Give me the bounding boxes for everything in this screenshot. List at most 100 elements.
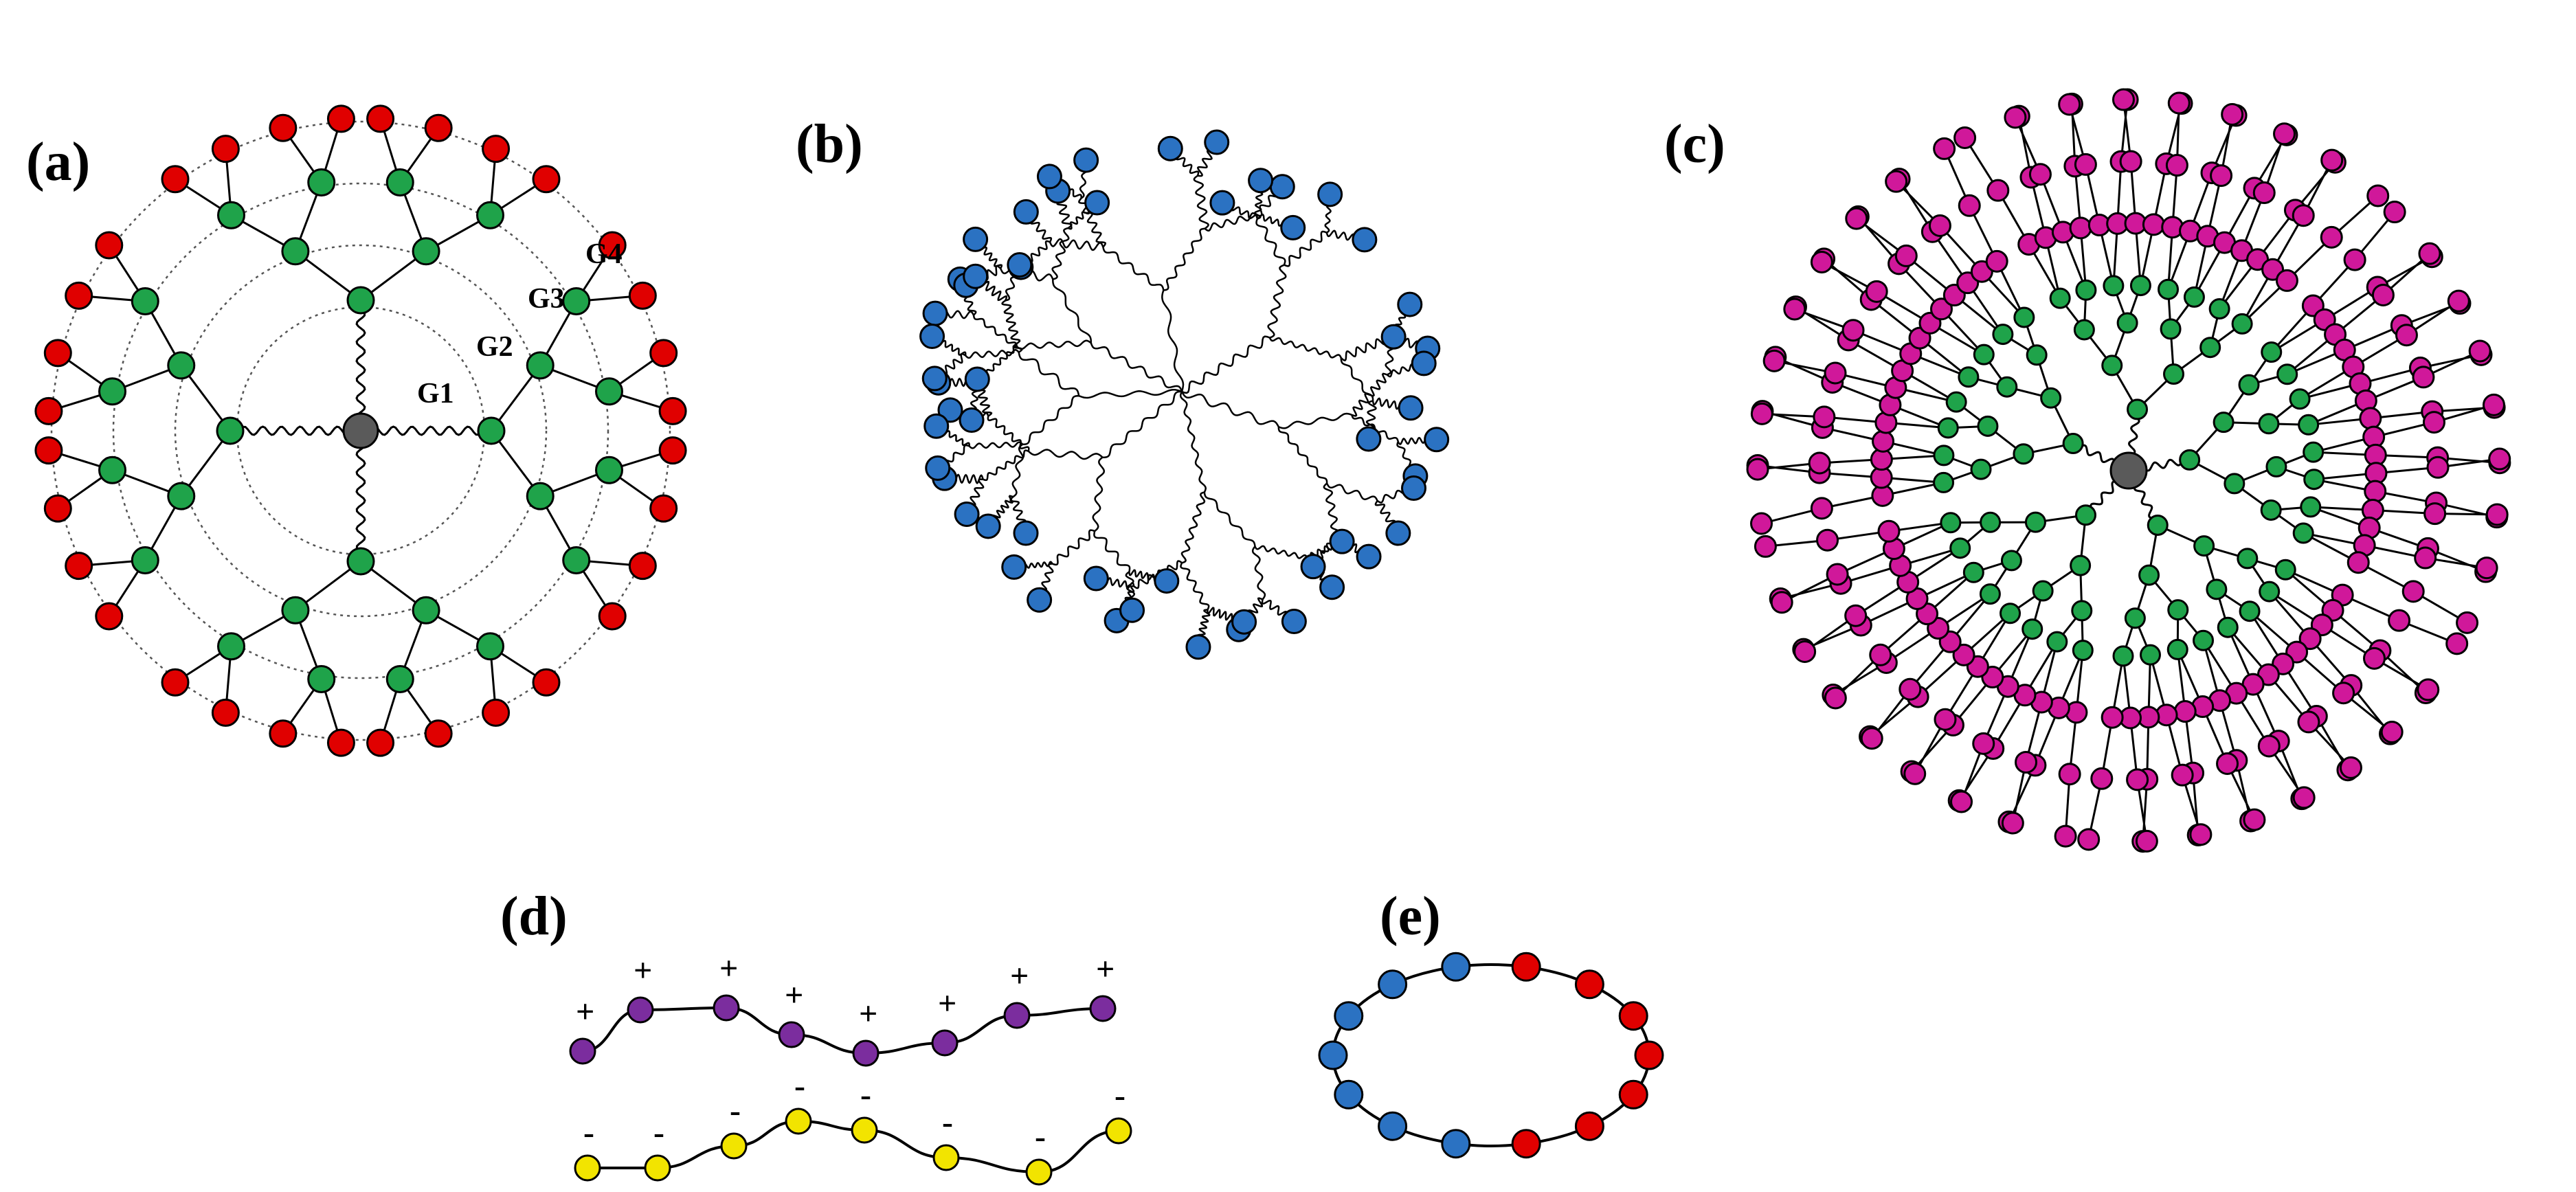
terminal-bead <box>1872 429 1895 453</box>
panel-b-dendrimer <box>919 129 1450 660</box>
terminal-bead <box>1073 147 1099 173</box>
branch-bead <box>1937 417 1959 439</box>
branch-bead <box>167 482 196 510</box>
terminal-bead <box>1824 361 1847 385</box>
terminal-bead <box>658 436 687 465</box>
branch-bead <box>2103 275 2125 297</box>
branch-bead <box>2116 312 2138 334</box>
terminal-bead <box>2292 786 2316 809</box>
panel-b-label: (b) <box>796 114 863 175</box>
red-bead <box>1618 1001 1648 1031</box>
terminal-bead <box>1810 250 1833 273</box>
terminal-bead <box>2119 150 2142 173</box>
terminal-bead <box>2366 184 2390 207</box>
branch-bead <box>2163 363 2185 385</box>
red-bead <box>1618 1079 1648 1110</box>
negative-charge-sign: - <box>653 1114 664 1151</box>
branch-segment <box>1180 491 1206 564</box>
terminal-bead <box>1953 126 1977 149</box>
branch-bead <box>526 482 555 510</box>
branch-bead <box>131 546 159 575</box>
branch-segment <box>1090 342 1183 392</box>
branch-bead <box>2292 522 2314 544</box>
branch-bead <box>1962 561 1984 583</box>
blue-bead <box>1334 1079 1364 1110</box>
terminal-bead <box>964 366 990 392</box>
terminal-bead <box>95 602 124 631</box>
branch-segment <box>1163 227 1205 291</box>
terminal-bead <box>65 552 93 581</box>
branch-bead <box>2140 644 2162 666</box>
branch-bead <box>216 201 245 229</box>
terminal-bead <box>424 113 453 142</box>
terminal-bead <box>2422 411 2445 434</box>
terminal-bead <box>2074 153 2097 176</box>
blue-bead <box>1378 969 1408 1000</box>
panel-a-label: (a) <box>26 132 90 192</box>
positive-charge-sign: + <box>719 950 738 987</box>
terminal-bead <box>211 698 240 727</box>
terminal-bead <box>1934 708 1957 731</box>
branch-bead <box>2000 550 2022 572</box>
terminal-bead <box>2468 339 2491 363</box>
terminal-bead <box>2475 556 2498 580</box>
core-bead <box>342 412 379 449</box>
terminal-bead <box>326 104 355 133</box>
terminal-bead <box>2167 91 2191 115</box>
branch-segment <box>1204 212 1257 232</box>
branch-bead <box>1973 344 1995 366</box>
positive-charge-sign: + <box>576 993 594 1030</box>
branch-bead <box>385 168 414 197</box>
branch-segment <box>1018 352 1080 396</box>
terminal-bead <box>1352 227 1378 253</box>
negative-charge-sign: - <box>583 1114 594 1151</box>
terminal-bead <box>95 231 124 260</box>
branch-segment <box>1051 227 1070 280</box>
terminal-bead <box>2216 752 2239 775</box>
terminal-bead <box>482 698 511 727</box>
terminal-bead <box>1770 591 1793 614</box>
terminal-bead <box>43 494 72 523</box>
branch-bead <box>2013 306 2035 328</box>
positive-bead <box>778 1021 805 1048</box>
positive-charge-sign: + <box>859 996 877 1032</box>
terminal-bead <box>2257 734 2281 758</box>
branch-segment <box>1254 545 1308 559</box>
terminal-bead <box>2273 122 2296 146</box>
terminal-bead <box>1899 677 1922 701</box>
terminal-bead <box>2359 407 2382 430</box>
terminal-bead <box>269 113 298 142</box>
terminal-bead <box>963 226 989 252</box>
branch-bead <box>2138 564 2160 586</box>
terminal-bead <box>2412 366 2435 389</box>
panel-d-chains: ++++++++ -------- <box>569 950 1132 1186</box>
branch-segment <box>1022 394 1079 445</box>
branch-segment <box>1102 247 1165 291</box>
branch-segment <box>1193 175 1209 229</box>
branch-bead <box>562 546 591 575</box>
branch-segment <box>1267 264 1287 339</box>
terminal-bead <box>2482 393 2505 416</box>
spacer-bond <box>355 299 366 432</box>
terminal-bead <box>925 455 951 481</box>
negative-charge-sign: - <box>942 1104 953 1140</box>
branch-bead <box>594 377 623 406</box>
terminal-bead <box>2298 627 2322 651</box>
branch-bead <box>167 351 196 380</box>
shell-ring <box>112 182 609 679</box>
terminal-beads <box>919 129 1450 660</box>
terminal-bead <box>2189 823 2213 846</box>
branch-bead <box>2213 412 2235 434</box>
terminal-bead <box>2058 93 2081 116</box>
positive-bead <box>1003 1002 1031 1029</box>
branch-segment <box>1323 482 1341 537</box>
terminal-bead <box>1986 179 2010 202</box>
terminal-bead <box>2332 682 2355 705</box>
branch-bead <box>2237 548 2259 570</box>
branch-segment <box>1052 529 1095 566</box>
terminal-bead <box>1952 643 1975 666</box>
branch-bead <box>1977 415 1999 437</box>
terminal-bead <box>532 165 561 194</box>
branch-segment <box>1251 546 1266 600</box>
terminal-bead <box>2165 154 2188 177</box>
